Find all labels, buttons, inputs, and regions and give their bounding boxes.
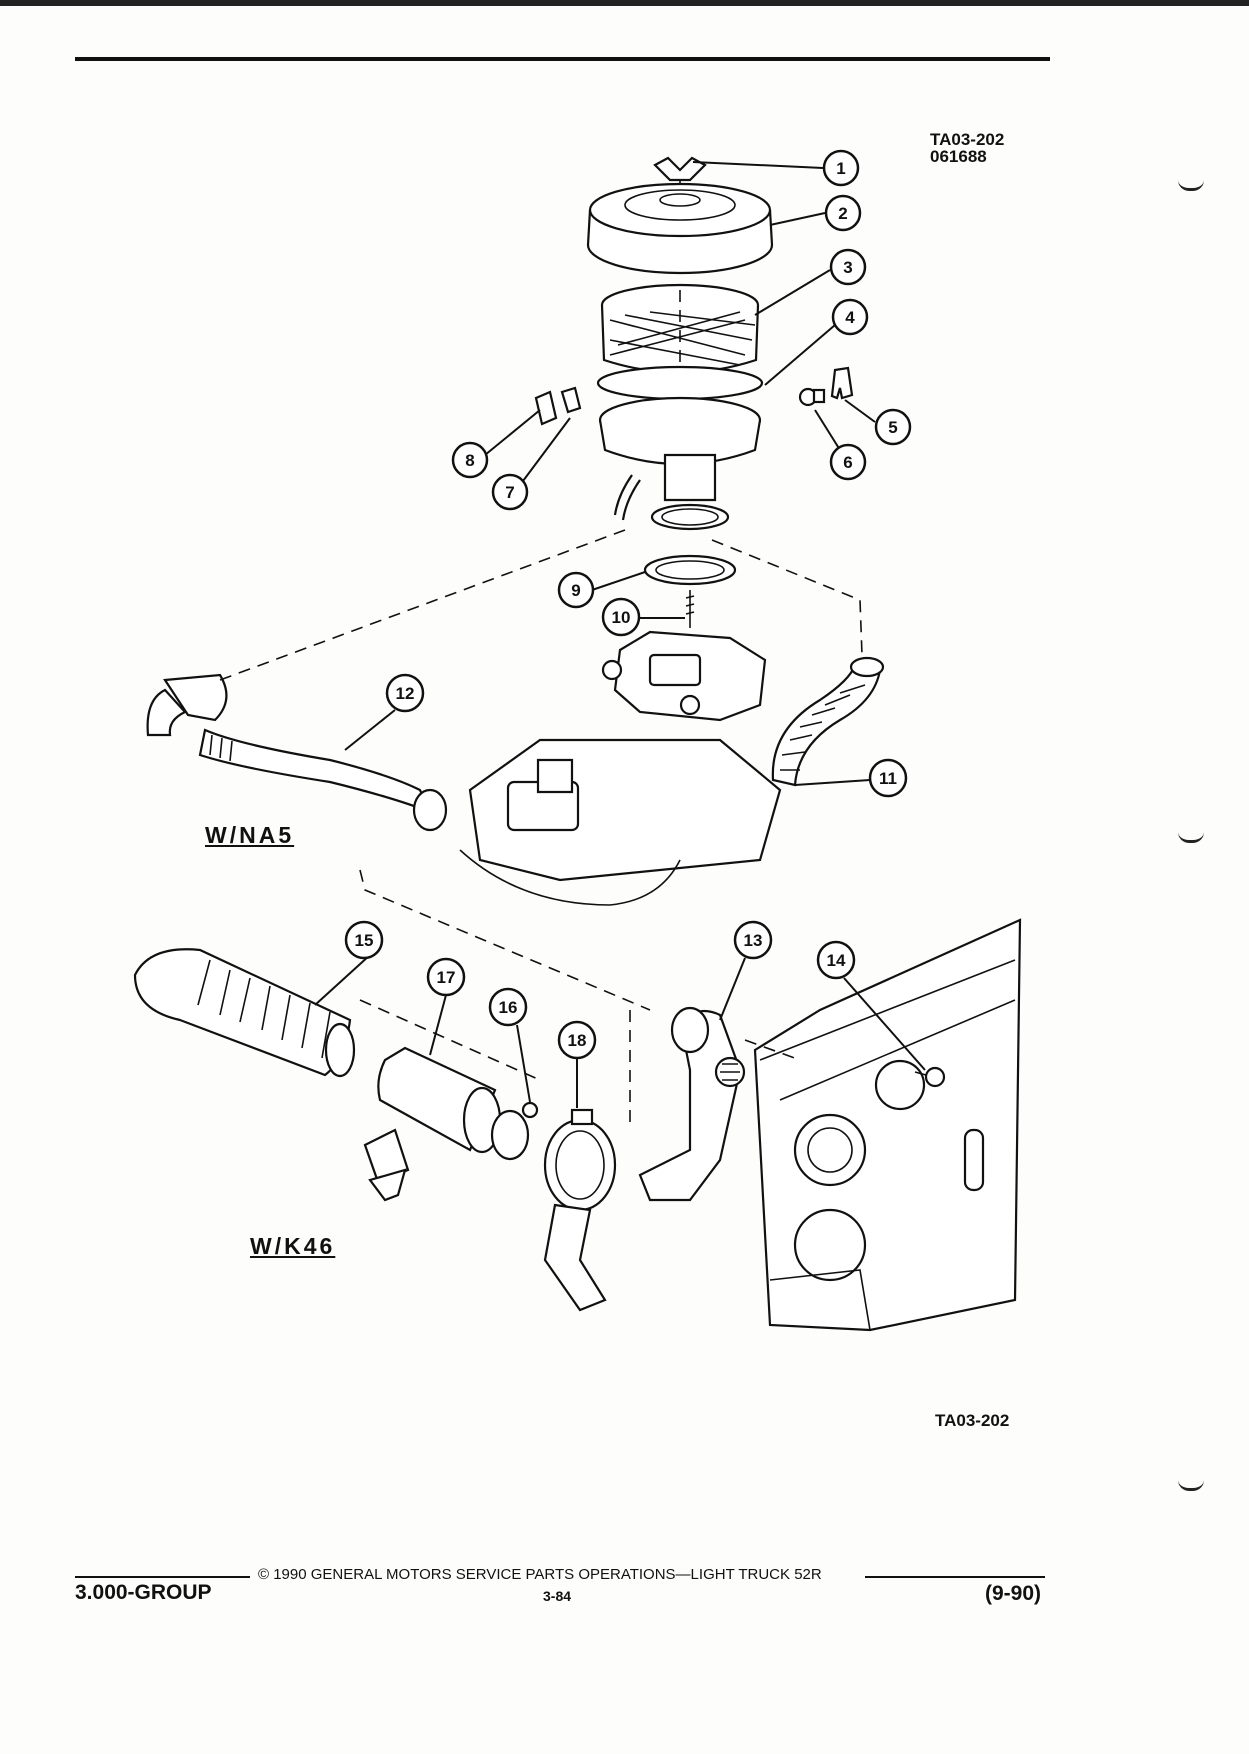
- part-engine-manifold: [459, 738, 782, 906]
- part-air-cleaner-cover: [586, 182, 774, 275]
- phantom-line-1: [219, 529, 626, 681]
- callout-9-label: 9: [571, 581, 580, 600]
- callout-15: 15: [344, 920, 384, 960]
- binder-hole-mark: [1178, 1480, 1204, 1491]
- callout-10-label: 10: [612, 608, 631, 627]
- callout-4: 4: [831, 298, 869, 336]
- part-retainer-7: [560, 386, 582, 414]
- callout-12: 12: [385, 673, 425, 713]
- footer-revision-date: (9-90): [985, 1582, 1042, 1605]
- callout-13: 13: [733, 920, 773, 960]
- part-duct-15: [133, 948, 356, 1078]
- phantom-line-3: [359, 869, 651, 1011]
- callout-7-label: 7: [505, 483, 514, 502]
- callout-leaders: [314, 161, 926, 1108]
- scan-top-border: [0, 0, 1249, 6]
- callout-2: 2: [824, 194, 862, 232]
- callout-12-label: 12: [396, 684, 415, 703]
- callout-7: 7: [491, 473, 529, 511]
- binder-hole-mark: [1178, 832, 1204, 843]
- callout-3-label: 3: [843, 258, 852, 277]
- part-stud-10: [685, 590, 695, 628]
- binder-hole-mark: [1178, 180, 1204, 191]
- figure-ref-date: 061688: [930, 147, 987, 166]
- callout-16: 16: [488, 987, 528, 1027]
- header-rule: [75, 57, 1050, 61]
- callout-6-label: 6: [843, 453, 852, 472]
- figure-reference-header: TA03-202 061688: [930, 131, 1004, 165]
- part-adapter-gasket: [650, 503, 730, 531]
- callout-14-label: 14: [827, 951, 846, 970]
- callout-11-label: 11: [879, 769, 897, 788]
- part-air-cleaner-base: [598, 396, 762, 521]
- part-seal-ring: [596, 365, 764, 401]
- phantom-line-2: [711, 539, 863, 656]
- footer-group-number: 3.000-GROUP: [75, 1581, 212, 1604]
- part-hose-12: [146, 673, 448, 832]
- part-clip-8: [534, 390, 558, 426]
- figure-ref-code: TA03-202: [930, 130, 1005, 149]
- part-grommet-6: [798, 387, 826, 407]
- callout-4-label: 4: [845, 308, 855, 327]
- callout-5: 5: [874, 408, 912, 446]
- callout-9: 9: [557, 571, 595, 609]
- callout-1: 1: [822, 149, 860, 187]
- callout-14: 14: [816, 940, 856, 980]
- callout-11: 11: [868, 758, 908, 798]
- callout-17: 17: [426, 957, 466, 997]
- part-resonator-17: [363, 1046, 530, 1202]
- callout-8: 8: [451, 441, 489, 479]
- part-carburetor: [601, 630, 767, 722]
- callout-3: 3: [829, 248, 867, 286]
- part-fitting-16: [521, 1101, 539, 1119]
- footer-copyright: © 1990 GENERAL MOTORS SERVICE PARTS OPER…: [258, 1566, 822, 1583]
- part-engine-block: [753, 918, 1022, 1332]
- variant-label-na5: W/NA5: [205, 822, 295, 848]
- phantom-line-6: [359, 999, 541, 1081]
- callout-10: 10: [601, 597, 641, 637]
- footer-rule-right: [865, 1576, 1045, 1578]
- part-bracket-13: [638, 1006, 746, 1202]
- phantom-line-5: [744, 1039, 801, 1061]
- callout-5-label: 5: [888, 418, 897, 437]
- part-duct-hose-11: [771, 656, 885, 787]
- callout-18: 18: [557, 1020, 597, 1060]
- variant-label-k46: W/K46: [250, 1233, 336, 1259]
- callout-6: 6: [829, 443, 867, 481]
- footer-page-number: 3-84: [543, 1588, 572, 1604]
- callout-2-label: 2: [838, 204, 847, 223]
- part-clip-5: [830, 366, 854, 400]
- callout-18-label: 18: [568, 1031, 587, 1050]
- figure-reference-footer: TA03-202: [935, 1411, 1010, 1430]
- footer-rule-left: [75, 1576, 250, 1578]
- callout-17-label: 17: [437, 968, 456, 987]
- callout-16-label: 16: [499, 998, 518, 1017]
- callout-13-label: 13: [744, 931, 763, 950]
- callout-8-label: 8: [465, 451, 474, 470]
- callout-15-label: 15: [355, 931, 374, 950]
- part-gasket-9: [643, 554, 737, 586]
- callout-1-label: 1: [836, 159, 845, 178]
- part-bolt-14: [914, 1066, 946, 1088]
- part-clamp-18: [543, 1108, 617, 1312]
